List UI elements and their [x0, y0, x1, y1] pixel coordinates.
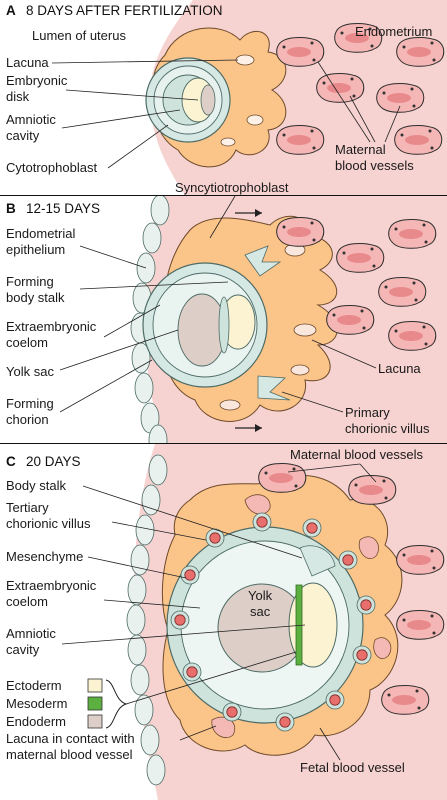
label-lacuna-c-1: Lacuna in contact with: [6, 731, 135, 746]
label-maternal-2: blood vessels: [335, 158, 414, 173]
label-lacuna-b: Lacuna: [378, 361, 421, 376]
label-yolk-c-2: sac: [250, 604, 271, 619]
label-body-stalk-c: Body stalk: [6, 478, 66, 493]
label-embryonic-disk-1: Embryonic: [6, 73, 68, 88]
maternal-vessel: [336, 243, 385, 273]
villus: [222, 702, 242, 722]
panel-title-b: 12-15 DAYS: [26, 201, 100, 216]
label-maternal-vessels-c: Maternal blood vessels: [290, 447, 423, 462]
label-lacuna-c-2: maternal blood vessel: [6, 747, 133, 762]
villus: [302, 518, 322, 538]
label-endometrium: Endometrium: [355, 24, 432, 39]
panel-letter-b: B: [6, 201, 16, 216]
villus: [352, 645, 372, 665]
maternal-vessel: [381, 685, 430, 715]
label-extraembryonic-c-1: Extraembryonic: [6, 578, 97, 593]
maternal-vessel: [376, 83, 425, 113]
label-fetal-vessel: Fetal blood vessel: [300, 760, 405, 775]
maternal-vessel: [276, 217, 325, 247]
panel-letter-a: A: [6, 3, 16, 18]
villus: [275, 712, 295, 732]
label-forming-chorion-1: Forming: [6, 396, 54, 411]
legend-label-mesoderm: Mesoderm: [6, 696, 67, 711]
villus: [252, 512, 272, 532]
label-extraembryonic-c-2: coelom: [6, 594, 48, 609]
panel-b: B 12-15 DAYS Endometrial epithelium Form…: [0, 196, 447, 443]
label-tertiary-2: chorionic villus: [6, 516, 91, 531]
maternal-vessel: [396, 610, 445, 640]
villus: [170, 610, 190, 630]
label-forming-stalk-2: body stalk: [6, 290, 65, 305]
label-primary-villus-2: chorionic villus: [345, 421, 430, 436]
label-endometrial-2: epithelium: [6, 242, 65, 257]
villus: [356, 595, 376, 615]
label-amniotic-1: Amniotic: [6, 112, 56, 127]
panel-letter-c: C: [6, 454, 16, 469]
maternal-vessel: [378, 277, 427, 307]
maternal-vessel: [316, 73, 365, 103]
label-lumen: Lumen of uterus: [32, 28, 126, 43]
label-amniotic-2: cavity: [6, 128, 40, 143]
maternal-vessel: [396, 545, 445, 575]
panel-a: A 8 DAYS AFTER FERTILIZATION Lumen of ut…: [0, 0, 447, 195]
villus: [180, 565, 200, 585]
label-yolk-sac-b: Yolk sac: [6, 364, 54, 379]
maternal-vessel: [258, 463, 307, 493]
label-mesenchyme: Mesenchyme: [6, 549, 83, 564]
legend-swatch-endoderm: [87, 714, 103, 729]
maternal-vessel: [388, 321, 437, 351]
maternal-vessel: [348, 475, 397, 505]
legend-label-endoderm: Endoderm: [6, 714, 66, 729]
label-amniotic-c-2: cavity: [6, 642, 40, 657]
legend-label-ectoderm: Ectoderm: [6, 678, 62, 693]
label-yolk-c-1: Yolk: [248, 588, 273, 603]
label-forming-stalk-1: Forming: [6, 274, 54, 289]
endometrial-epithelium-c: [126, 454, 168, 786]
panel-title-a: 8 DAYS AFTER FERTILIZATION: [26, 3, 223, 18]
label-maternal-1: Maternal: [335, 142, 386, 157]
villus: [182, 662, 202, 682]
label-tertiary-1: Tertiary: [6, 500, 49, 515]
label-extraembryonic-1: Extraembryonic: [6, 319, 97, 334]
villus: [338, 550, 358, 570]
maternal-vessel: [388, 219, 437, 249]
maternal-vessel: [276, 125, 325, 155]
label-lacuna-a: Lacuna: [6, 55, 49, 70]
maternal-vessel: [396, 37, 445, 67]
maternal-vessel: [394, 125, 443, 155]
label-syncytiotrophoblast: Syncytiotrophoblast: [175, 180, 289, 195]
maternal-vessel: [326, 305, 375, 335]
label-extraembryonic-2: coelom: [6, 335, 48, 350]
villus: [325, 690, 345, 710]
label-forming-chorion-2: chorion: [6, 412, 49, 427]
panel-c: C 20 DAYS Maternal blood vessels Body st…: [0, 444, 447, 800]
legend-swatch-ectoderm: [87, 678, 103, 693]
label-embryonic-disk-2: disk: [6, 89, 30, 104]
maternal-vessel: [276, 37, 325, 67]
panel-title-c: 20 DAYS: [26, 454, 81, 469]
label-primary-villus-1: Primary: [345, 405, 390, 420]
label-endometrial-1: Endometrial: [6, 226, 75, 241]
label-cytotrophoblast: Cytotrophoblast: [6, 160, 97, 175]
label-amniotic-c-1: Amniotic: [6, 626, 56, 641]
legend-swatch-mesoderm: [87, 696, 103, 711]
